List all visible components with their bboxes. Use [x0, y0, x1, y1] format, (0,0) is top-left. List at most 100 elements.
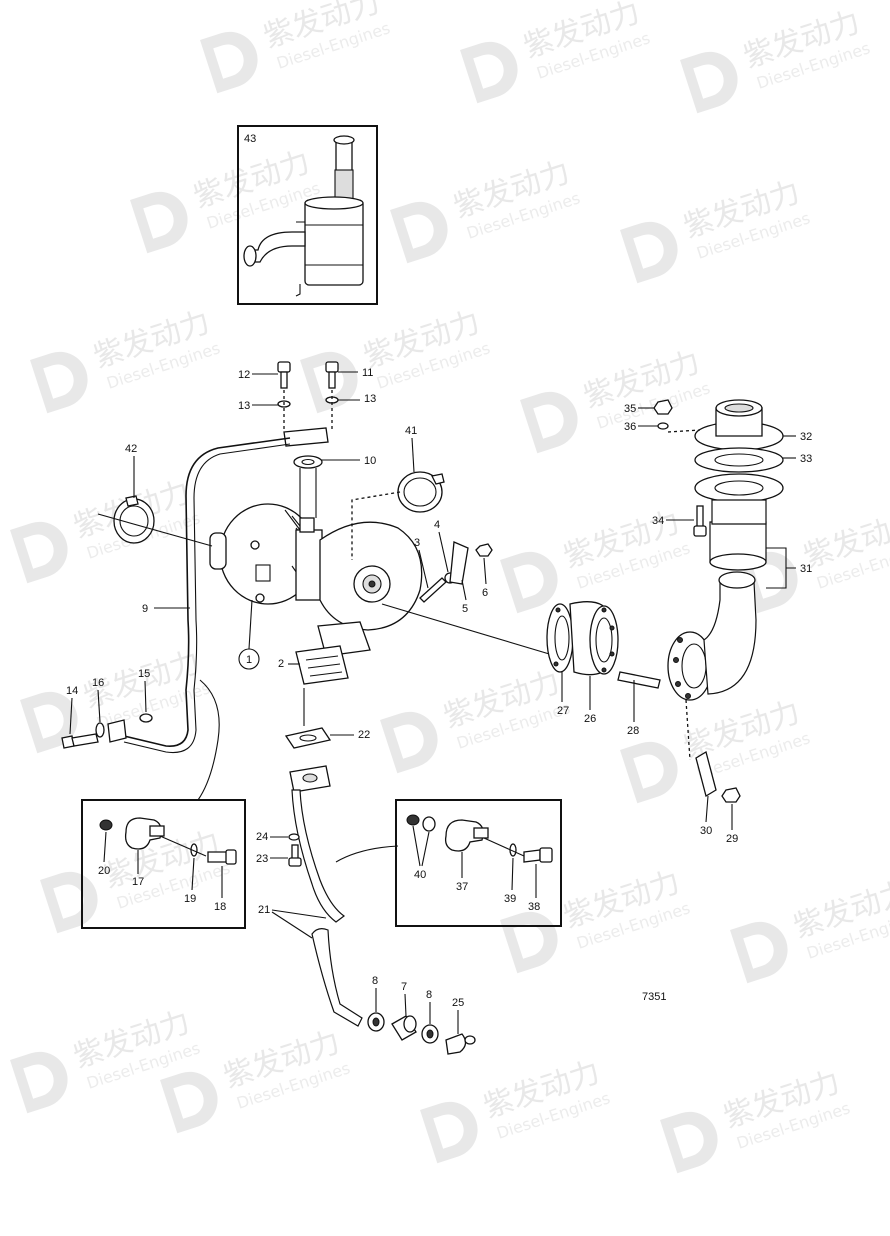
leader-19: [191, 857, 195, 891]
leader-39: [511, 857, 514, 891]
clamp-41: [397, 471, 445, 513]
watermark-logo-icon: [10, 521, 68, 584]
dashed-bolt-path-35: [667, 429, 701, 433]
watermark-logo-icon: [680, 51, 738, 114]
callout-35: 35: [624, 403, 636, 415]
watermark-18: 紫发动力 Diesel-Engines: [730, 875, 890, 984]
callout-5: 5: [462, 603, 468, 615]
inset-clamp-left-frame: [81, 799, 246, 929]
watermark-logo-icon: [40, 871, 98, 934]
turbocharger-assembly: [209, 503, 423, 657]
callout-34: 34: [652, 515, 664, 527]
watermark-5: 紫发动力 Diesel-Engines: [390, 155, 582, 264]
gasket-10-hole: [301, 458, 315, 466]
flange-32: [694, 399, 784, 451]
watermark-logo-icon: [620, 221, 678, 284]
inset-clamp-right: 40 37 39 38: [395, 799, 562, 927]
callout-29: 29: [726, 833, 738, 845]
stud-3: [419, 577, 447, 603]
flange-lower: [694, 473, 784, 525]
adapter-26: [569, 601, 619, 676]
callout-8-left: 8: [372, 975, 378, 987]
compressor-bolt-a: [250, 540, 260, 550]
callout-13-left: 13: [238, 400, 250, 412]
screw-11: [325, 361, 339, 389]
callout-43: 43: [244, 133, 256, 145]
watermark-logo-icon: [10, 1051, 68, 1114]
watermark-logo-icon: [500, 551, 558, 614]
inset-clamp-left: 20 17 19 18: [81, 799, 246, 929]
leader-20: [103, 831, 107, 863]
callout-21: 21: [258, 904, 270, 916]
callout-26: 26: [584, 713, 596, 725]
muffler-tail-cap: [333, 135, 355, 145]
watermark-8: 紫发动力 Diesel-Engines: [300, 305, 492, 414]
leader-40a: [412, 825, 421, 867]
inset-muffler: 43: [237, 125, 378, 305]
callout-14: 14: [66, 685, 78, 697]
callout-15: 15: [138, 668, 150, 680]
watermark-logo-icon: [660, 1111, 718, 1174]
watermark-10: 紫发动力 Diesel-Engines: [10, 475, 202, 584]
callout-39: 39: [504, 893, 516, 905]
muffler-bracket: [295, 221, 305, 297]
callout-3: 3: [414, 537, 420, 549]
callout-9: 9: [142, 603, 148, 615]
figure-number: 7351: [642, 991, 666, 1003]
axis-line-exhaust: [381, 603, 557, 657]
callout-38: 38: [528, 901, 540, 913]
bolt-18: [207, 849, 237, 865]
callout-24: 24: [256, 831, 268, 843]
axis-line-inset-right: [483, 837, 525, 857]
dashed-path-41: [351, 491, 401, 560]
exhaust-elbow-31: [667, 571, 757, 701]
callout-8-right: 8: [426, 989, 432, 1001]
compressor-bolt-b: [255, 593, 265, 603]
callout-7: 7: [401, 981, 407, 993]
dashed-path-10: [299, 468, 317, 518]
compressor-inlet: [209, 532, 227, 570]
turbine-hub: [368, 580, 376, 588]
callout-18: 18: [214, 901, 226, 913]
clamp-8-left: [367, 1012, 385, 1032]
callout-16: 16: [92, 677, 104, 689]
muffler-body: [304, 199, 364, 286]
watermark-layer: 紫发动力 Diesel-Engines 紫发动力 Diesel-Engines …: [10, 0, 890, 1174]
callout-30: 30: [700, 825, 712, 837]
watermark-logo-icon: [30, 351, 88, 414]
clamp-37-tab: [473, 827, 489, 839]
callout-41: 41: [405, 425, 417, 437]
watermark-logo-icon: [500, 911, 558, 974]
callout-19: 19: [184, 893, 196, 905]
leader-16: [97, 689, 101, 723]
watermark-6: 紫发动力 Diesel-Engines: [620, 175, 812, 284]
watermark-logo-icon: [200, 31, 258, 94]
clamp-17-tab: [149, 825, 165, 837]
watermark-logo-icon: [620, 741, 678, 804]
leader-7: [404, 993, 407, 1017]
elbow-25: [445, 1033, 476, 1055]
leader-41: [411, 437, 415, 473]
watermark-21: 紫发动力 Diesel-Engines: [420, 1055, 612, 1164]
oil-inlet-boss: [299, 517, 315, 533]
lock-plate-30: [695, 750, 717, 798]
watermark-logo-icon: [420, 1101, 478, 1164]
sleeve-7: [391, 1015, 417, 1041]
dashed-bolt-path-30: [685, 699, 691, 761]
callout-1-circle-label: 1: [246, 654, 252, 666]
bolt-14: [61, 733, 99, 749]
washer-40-b: [422, 816, 436, 832]
callout-11: 11: [362, 367, 373, 379]
gasket-22: [284, 727, 332, 749]
callout-33: 33: [800, 453, 812, 465]
compressor-label-plate: [255, 564, 271, 582]
washer-15: [139, 713, 153, 723]
watermark-3: 紫发动力 Diesel-Engines: [680, 5, 872, 114]
washer-20: [99, 819, 113, 831]
stud-28: [617, 671, 661, 689]
callout-4: 4: [434, 519, 440, 531]
watermark-logo-icon: [520, 391, 578, 454]
bolt-23: [288, 844, 302, 867]
